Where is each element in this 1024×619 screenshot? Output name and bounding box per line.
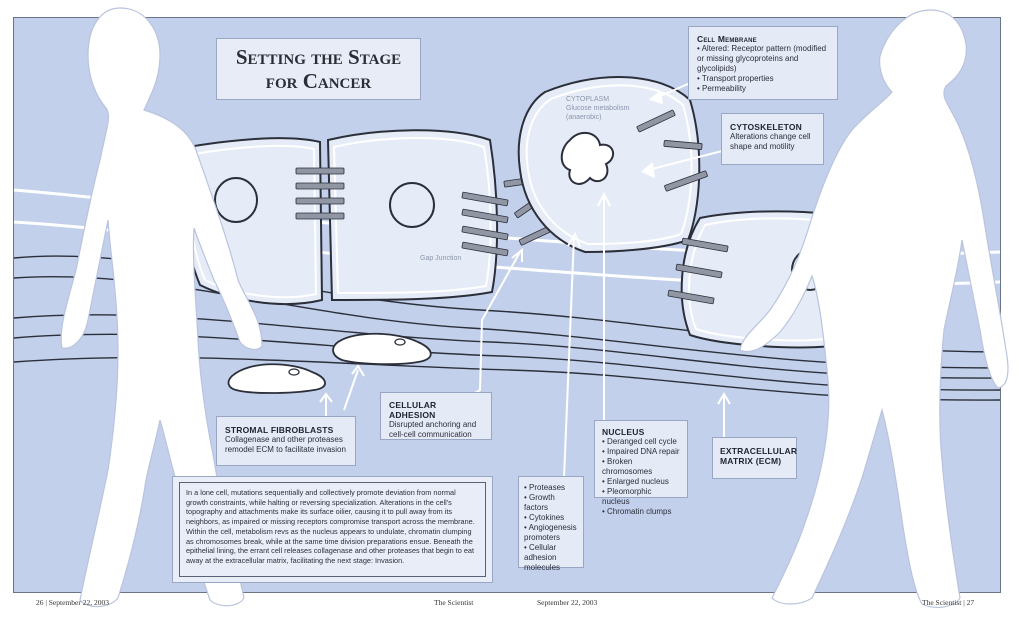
nucleus-box: NUCLEUS Deranged cell cycle Impaired DNA…	[594, 420, 688, 516]
cytoskeleton-text: Alterations change cell shape and motili…	[730, 132, 811, 151]
nucleus-item: Chromatin clumps	[602, 507, 680, 517]
secreted-factors-box: Proteases Growth factors Cytokines Angio…	[518, 476, 584, 572]
nucleus-heading: NUCLEUS	[602, 427, 645, 437]
cellular-adhesion-box: CELLULAR ADHESION Disrupted anchoring an…	[380, 392, 492, 440]
nucleus-item: Broken chromosomes	[602, 457, 680, 477]
irregular-nucleus	[560, 131, 615, 185]
human-silhouette-right	[739, 9, 1009, 608]
nucleus-item: Enlarged nucleus	[602, 477, 680, 487]
secreted-item: Cytokines	[524, 513, 578, 523]
secreted-item: Growth factors	[524, 493, 578, 513]
cytoplasm-sub1: Glucose metabolism	[566, 105, 630, 112]
cytoskeleton-heading: CYTOSKELETON	[730, 122, 802, 132]
ecm-box: EXTRACELLULAR MATRIX (ECM)	[712, 437, 797, 479]
secreted-item: Proteases	[524, 483, 578, 493]
cell-membrane-heading: Cell Membrane	[697, 34, 757, 44]
footer-center-1: The Scientist	[434, 598, 474, 607]
cytoplasm-heading: CYTOPLASM	[566, 96, 610, 103]
intro-text: In a lone cell, mutations sequentially a…	[179, 482, 486, 577]
title-line-1: Setting the Stage	[235, 45, 402, 69]
cell-membrane-box: Cell Membrane Altered: Receptor pattern …	[688, 26, 838, 100]
secreted-item: Cellular adhesion molecules	[524, 543, 578, 573]
footer-right: The Scientist | 27	[922, 598, 975, 607]
intro-text-box: In a lone cell, mutations sequentially a…	[172, 476, 493, 583]
nucleus-item: Deranged cell cycle	[602, 437, 680, 447]
stromal-fibroblasts-heading: STROMAL FIBROBLASTS	[225, 425, 334, 435]
cellular-adhesion-heading: CELLULAR ADHESION	[389, 400, 437, 420]
cell-membrane-item: Transport properties	[697, 74, 829, 84]
footer-center-2: September 22, 2003	[537, 598, 598, 607]
cytoplasm-label: CYTOPLASM Glucose metabolism (anaerobic)	[566, 95, 629, 122]
secreted-item: Angiogenesis promoters	[524, 523, 578, 543]
cytoskeleton-box: CYTOSKELETON Alterations change cell sha…	[721, 113, 824, 165]
gap-junction-label: Gap Junction	[420, 255, 462, 262]
cellular-adhesion-text: Disrupted anchoring and cell-cell commun…	[389, 420, 477, 439]
ecm-heading: EXTRACELLULAR MATRIX (ECM)	[720, 446, 798, 466]
footer-left: 26 | September 22, 2003	[36, 598, 109, 607]
cytoplasm-sub2: (anaerobic)	[566, 114, 602, 121]
cell-membrane-item: Permeability	[697, 84, 829, 94]
title-line-2: for Cancer	[265, 69, 372, 93]
callout-arrows	[319, 79, 731, 479]
page-title: Setting the Stage for Cancer	[216, 38, 421, 100]
stromal-fibroblasts	[227, 332, 432, 394]
human-silhouette-left	[60, 7, 263, 608]
epithelial-cell-middle	[326, 129, 499, 302]
cell-membrane-item: Altered: Receptor pattern (modified or m…	[697, 44, 829, 74]
stromal-fibroblasts-box: STROMAL FIBROBLASTS Collagenase and othe…	[216, 416, 356, 466]
nucleus-item: Impaired DNA repair	[602, 447, 680, 457]
nucleus-item: Pleomorphic nucleus	[602, 487, 680, 507]
stromal-fibroblasts-text: Collagenase and other proteases remodel …	[225, 435, 346, 454]
